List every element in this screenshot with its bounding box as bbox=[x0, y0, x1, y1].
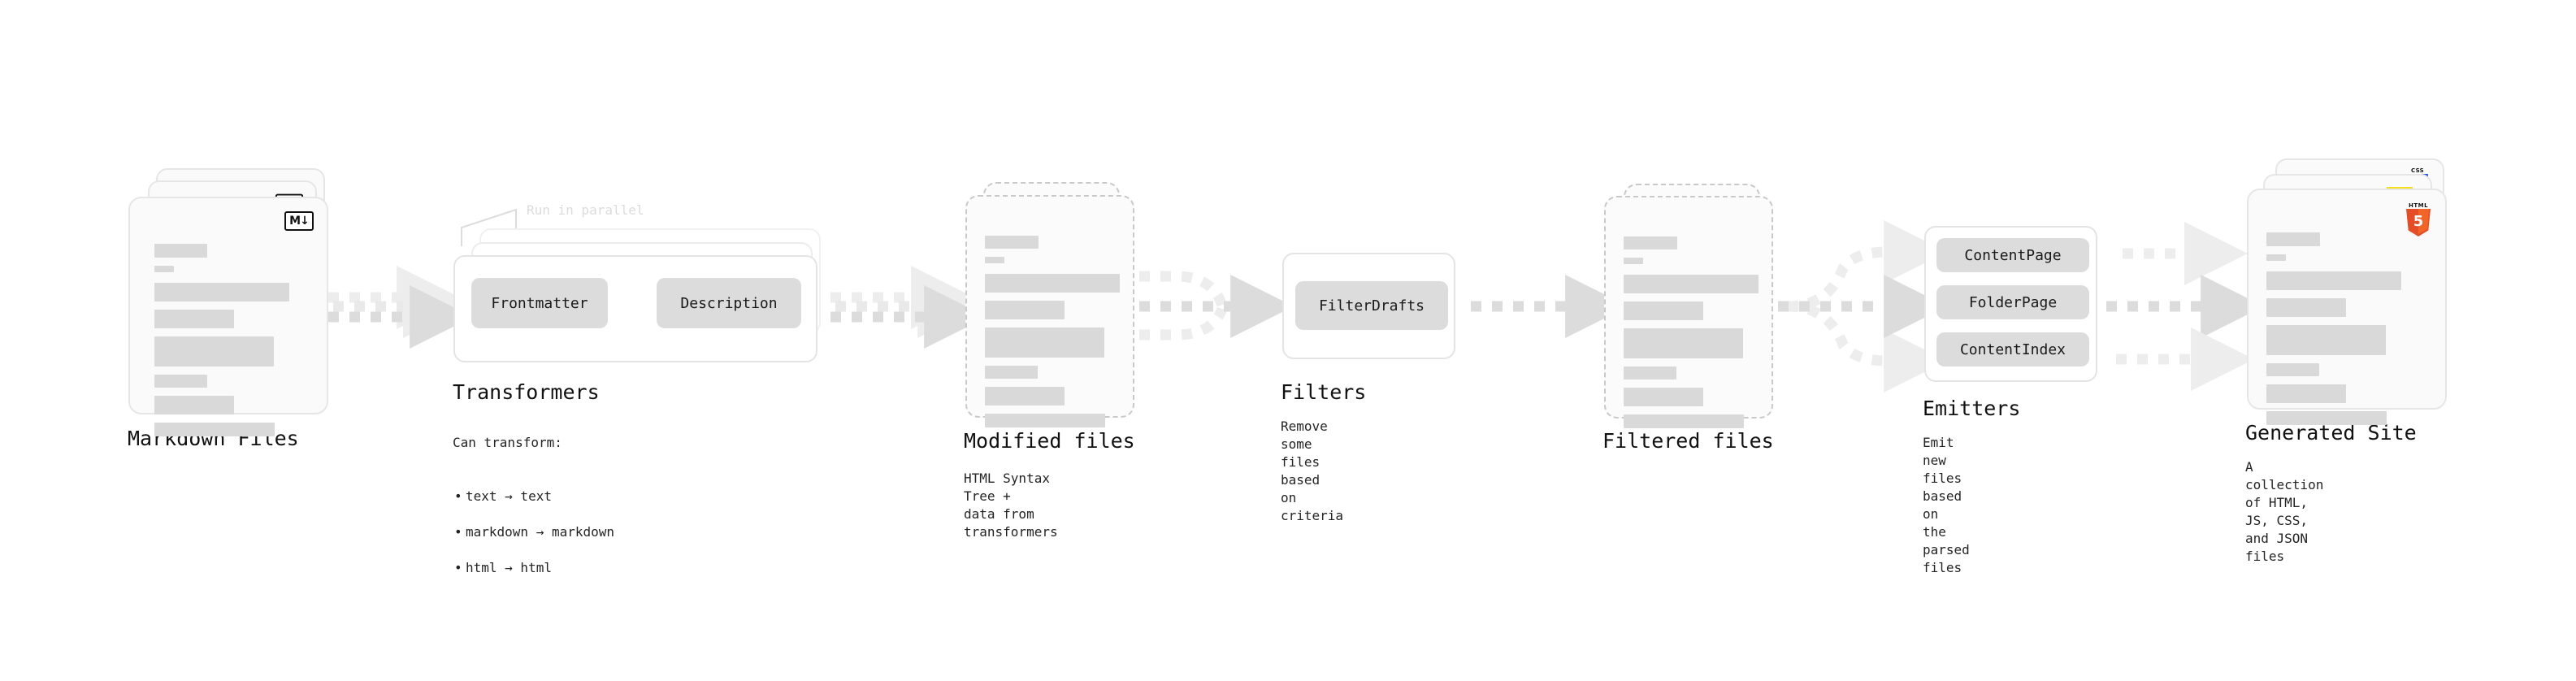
stage-title-emitters: Emitters bbox=[1923, 397, 2021, 420]
html5-icon-number: 5 bbox=[2413, 213, 2424, 230]
filter-node-filterdrafts[interactable]: FilterDrafts bbox=[1295, 281, 1448, 330]
markdown-icon: M↓ bbox=[284, 211, 314, 231]
skeleton-line bbox=[1624, 367, 1676, 380]
transformers-bullet: text → text bbox=[466, 488, 614, 505]
modified-file-card-front[interactable] bbox=[965, 195, 1134, 427]
stage-title-filtered-files: Filtered files bbox=[1602, 429, 1774, 453]
skeleton-line bbox=[154, 310, 234, 328]
filters-panel[interactable]: FilterDrafts bbox=[1282, 253, 1455, 359]
run-in-parallel-note: Run in parallel bbox=[527, 202, 644, 218]
connector-modified-to-filters bbox=[1139, 271, 1295, 340]
transformer-node-description[interactable]: Description bbox=[657, 278, 801, 328]
skeleton-line bbox=[2266, 411, 2387, 425]
html5-icon-shield: 5 bbox=[2406, 209, 2431, 236]
skeleton-line bbox=[1624, 301, 1703, 320]
emitter-node-folderpage[interactable]: FolderPage bbox=[1936, 285, 2089, 319]
transformer-node-label: Description bbox=[680, 294, 778, 312]
skeleton-lines bbox=[1624, 236, 1759, 436]
skeleton-line bbox=[985, 257, 1004, 263]
skeleton-line bbox=[2266, 232, 2320, 246]
transformer-panel-front[interactable]: Frontmatter Description bbox=[453, 255, 817, 362]
skeleton-lines bbox=[2266, 232, 2427, 433]
skeleton-line bbox=[154, 244, 207, 258]
emitters-panel[interactable]: ContentPage FolderPage ContentIndex bbox=[1924, 226, 2097, 382]
generated-file-card-front[interactable]: HTML 5 bbox=[2247, 189, 2447, 425]
css3-icon-label: CSS bbox=[2411, 167, 2424, 174]
stage-title-modified-files: Modified files bbox=[964, 429, 1135, 453]
skeleton-line bbox=[2266, 363, 2319, 376]
connector-filtered-to-emitters bbox=[1778, 220, 1948, 393]
skeleton-line bbox=[2266, 271, 2401, 290]
html5-icon-label: HTML bbox=[2408, 202, 2429, 209]
skeleton-line bbox=[2266, 325, 2386, 355]
skeleton-line bbox=[985, 274, 1120, 293]
stage-title-transformers: Transformers bbox=[453, 380, 600, 404]
markdown-file-card-front[interactable]: M↓ bbox=[128, 197, 328, 436]
connector-transformers-to-modified bbox=[830, 266, 988, 349]
skeleton-line bbox=[154, 266, 174, 272]
transformers-subtitle-lead: Can transform: bbox=[453, 435, 562, 450]
transformers-bullet: markdown → markdown bbox=[466, 523, 614, 541]
stage-subtitle-transformers: Can transform: text → text markdown → ma… bbox=[453, 416, 614, 613]
emitter-node-contentpage[interactable]: ContentPage bbox=[1936, 238, 2089, 272]
skeleton-line bbox=[1624, 236, 1677, 249]
connector-emitters-to-site bbox=[2106, 222, 2265, 391]
skeleton-line bbox=[985, 414, 1105, 427]
stage-subtitle-emitters: Emit new files based on the parsed files bbox=[1923, 435, 1970, 575]
filtered-file-card-front[interactable] bbox=[1604, 196, 1773, 428]
skeleton-line bbox=[1624, 275, 1759, 293]
skeleton-line bbox=[985, 301, 1065, 319]
skeleton-lines bbox=[154, 244, 302, 445]
skeleton-line bbox=[2266, 254, 2286, 261]
filter-node-label: FilterDrafts bbox=[1318, 297, 1425, 314]
html5-icon: HTML 5 bbox=[2406, 202, 2431, 236]
skeleton-line bbox=[154, 423, 275, 436]
emitter-node-contentindex[interactable]: ContentIndex bbox=[1936, 332, 2089, 367]
skeleton-line bbox=[1624, 414, 1744, 428]
stage-title-filters: Filters bbox=[1281, 380, 1367, 404]
skeleton-line bbox=[985, 387, 1065, 406]
emitter-node-label: ContentIndex bbox=[1959, 340, 2066, 358]
emitter-node-label: ContentPage bbox=[1964, 246, 2062, 264]
skeleton-line bbox=[1624, 258, 1643, 264]
stage-subtitle-modified-files: HTML Syntax Tree + data from transformer… bbox=[964, 471, 1058, 540]
skeleton-line bbox=[1624, 388, 1703, 406]
transformers-bullets: text → text markdown → markdown html → h… bbox=[453, 470, 614, 595]
skeleton-line bbox=[154, 396, 234, 414]
skeleton-line bbox=[154, 375, 207, 388]
skeleton-line bbox=[2266, 298, 2346, 317]
stage-subtitle-generated-site: A collection of HTML, JS, CSS, and JSON … bbox=[2245, 459, 2324, 564]
skeleton-lines bbox=[985, 236, 1120, 436]
emitter-node-label: FolderPage bbox=[1968, 293, 2058, 311]
transformer-node-label: Frontmatter bbox=[491, 294, 588, 312]
skeleton-line bbox=[985, 366, 1038, 379]
transformers-bullet: html → html bbox=[466, 559, 614, 577]
skeleton-line bbox=[154, 283, 289, 301]
skeleton-line bbox=[985, 236, 1039, 249]
stage-subtitle-filters: Remove some files based on criteria bbox=[1281, 419, 1344, 523]
skeleton-line bbox=[154, 336, 274, 367]
skeleton-line bbox=[2266, 384, 2346, 403]
skeleton-line bbox=[985, 327, 1104, 358]
skeleton-line bbox=[1624, 328, 1743, 358]
transformer-node-frontmatter[interactable]: Frontmatter bbox=[471, 278, 608, 328]
